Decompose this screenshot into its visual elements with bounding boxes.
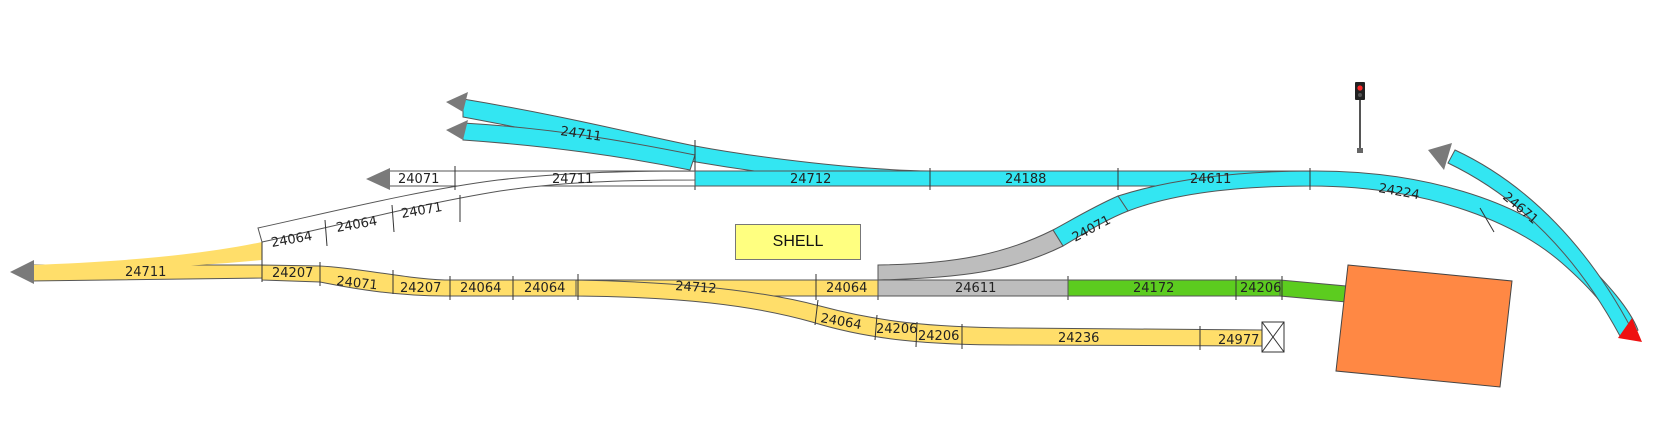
segment-divider — [915, 321, 918, 348]
track-end-arrow-icon[interactable] — [1618, 318, 1642, 342]
track-end-arrow-icon[interactable] — [366, 168, 390, 190]
green-track-group: 24172 24206 — [1067, 276, 1347, 303]
yellow-track-group: 24711 24207 24071 24207 24064 24064 2471… — [29, 242, 1263, 350]
track-end-arrow-icon[interactable] — [10, 260, 34, 284]
white-track-group: 24071 24711 24064 24064 24071 — [257, 166, 696, 251]
track-label: 24206 — [918, 329, 959, 344]
track-label: 24712 — [675, 279, 717, 297]
track-label: 24977 — [1218, 333, 1259, 348]
track-label: 24711 — [125, 265, 166, 280]
track-label: 24207 — [272, 266, 313, 281]
shell-label-box: SHELL — [735, 224, 861, 260]
track-label: 24611 — [1190, 172, 1231, 187]
track-label: 24207 — [400, 281, 441, 296]
segment-divider — [391, 204, 395, 233]
segment-divider — [1479, 207, 1495, 233]
track-end-arrow-icon[interactable] — [1428, 143, 1452, 170]
track-segment[interactable] — [462, 122, 696, 171]
signal-icon[interactable] — [1355, 82, 1365, 153]
track-label: 24611 — [955, 281, 996, 296]
shell-label: SHELL — [772, 233, 824, 250]
segment-divider — [874, 314, 878, 341]
track-segment[interactable] — [575, 279, 1263, 347]
track-label: 24711 — [552, 172, 593, 187]
track-segment[interactable] — [877, 229, 1064, 281]
track-label: 24071 — [400, 200, 443, 222]
track-label: 24712 — [790, 172, 831, 187]
track-segment[interactable] — [1052, 195, 1129, 247]
track-end-arrow-icon[interactable] — [446, 92, 468, 112]
track-label: 24064 — [826, 281, 867, 296]
track-label: 24064 — [524, 281, 565, 296]
track-label: 24711 — [559, 124, 602, 145]
track-label: 24064 — [335, 214, 378, 236]
track-label: 24064 — [819, 311, 862, 333]
track-label: 24188 — [1005, 172, 1046, 187]
buffer-stop[interactable] — [1261, 321, 1285, 353]
gray-track-group: 24611 — [877, 229, 1069, 300]
track-label: 24071 — [336, 274, 379, 293]
segment-divider — [814, 299, 819, 326]
track-segment[interactable] — [257, 170, 696, 243]
track-label: 24206 — [1240, 281, 1281, 296]
track-label: 24071 — [398, 172, 439, 187]
track-end-arrow-icon[interactable] — [446, 120, 468, 140]
track-label: 24064 — [270, 229, 313, 251]
track-label: 24172 — [1133, 281, 1174, 296]
segment-divider — [324, 219, 328, 247]
track-segment[interactable] — [30, 242, 262, 272]
track-segment[interactable] — [1279, 279, 1347, 303]
industry-building[interactable] — [1335, 264, 1513, 388]
track-label: 24064 — [460, 281, 501, 296]
track-label: 24236 — [1058, 331, 1099, 346]
track-label: 24206 — [876, 322, 917, 337]
track-label: 24224 — [1377, 181, 1420, 203]
